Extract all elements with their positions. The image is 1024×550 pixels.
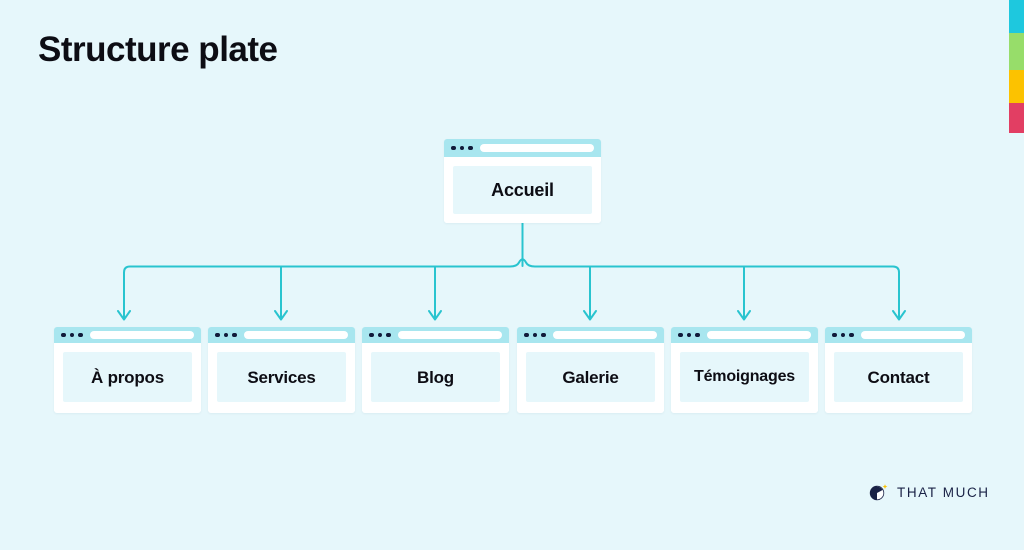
arrowhead-services [274, 310, 288, 321]
window-dots-icon [215, 332, 237, 338]
url-bar [243, 331, 348, 339]
node-label: Services [247, 367, 316, 387]
url-bar [860, 331, 965, 339]
browser-body: Contact [825, 343, 972, 411]
browser-body: Témoignages [671, 343, 818, 411]
window-dots-icon [61, 332, 83, 338]
arrowhead-apropos [117, 310, 131, 321]
node-label: Galerie [562, 367, 619, 387]
arrowhead-blog [428, 310, 442, 321]
browser-titlebar [517, 327, 664, 343]
node-accueil[interactable]: Accueil [444, 139, 601, 223]
arrowhead-galerie [583, 310, 597, 321]
browser-body: Galerie [517, 343, 664, 411]
browser-titlebar [671, 327, 818, 343]
url-bar [397, 331, 502, 339]
url-bar [706, 331, 811, 339]
browser-body: À propos [54, 343, 201, 411]
browser-titlebar [362, 327, 509, 343]
node-panel: Galerie [526, 352, 655, 402]
brand-wordmark: THAT MUCH [897, 484, 990, 500]
browser-titlebar [54, 327, 201, 343]
node-panel: Témoignages [680, 352, 809, 402]
browser-titlebar [444, 139, 601, 157]
window-dots-icon [369, 332, 391, 338]
connector-bus [123, 258, 900, 281]
node-temoignages[interactable]: Témoignages [671, 327, 818, 413]
brand-logo: THAT MUCH [868, 482, 990, 502]
that-much-mark-icon [869, 484, 888, 501]
window-dots-icon [524, 332, 546, 338]
node-blog[interactable]: Blog [362, 327, 509, 413]
node-panel: Contact [834, 352, 963, 402]
node-panel: À propos [63, 352, 192, 402]
browser-body: Services [208, 343, 355, 411]
arrowhead-temoignages [737, 310, 751, 321]
node-label: Accueil [491, 180, 554, 200]
accent-segment-pink [1009, 103, 1024, 133]
url-bar [552, 331, 657, 339]
node-panel: Accueil [453, 166, 592, 214]
node-contact[interactable]: Contact [825, 327, 972, 413]
accent-segment-yellow [1009, 70, 1024, 103]
browser-titlebar [825, 327, 972, 343]
accent-segment-cyan [1009, 0, 1024, 33]
node-label: Contact [867, 367, 930, 387]
browser-body: Blog [362, 343, 509, 411]
accent-segment-green [1009, 33, 1024, 70]
url-bar [479, 144, 594, 152]
arrowhead-contact [892, 310, 906, 321]
browser-titlebar [208, 327, 355, 343]
node-label: À propos [90, 367, 164, 387]
page-title: Structure plate [38, 30, 278, 69]
accent-color-bar [1009, 0, 1024, 133]
node-panel: Blog [371, 352, 500, 402]
node-galerie[interactable]: Galerie [517, 327, 664, 413]
node-services[interactable]: Services [208, 327, 355, 413]
node-label: Blog [417, 367, 454, 387]
window-dots-icon [678, 332, 700, 338]
url-bar [89, 331, 194, 339]
window-dots-icon [832, 332, 854, 338]
window-dots-icon [451, 145, 473, 151]
node-label: Témoignages [694, 368, 795, 385]
node-panel: Services [217, 352, 346, 402]
browser-body: Accueil [444, 157, 601, 223]
node-apropos[interactable]: À propos [54, 327, 201, 413]
